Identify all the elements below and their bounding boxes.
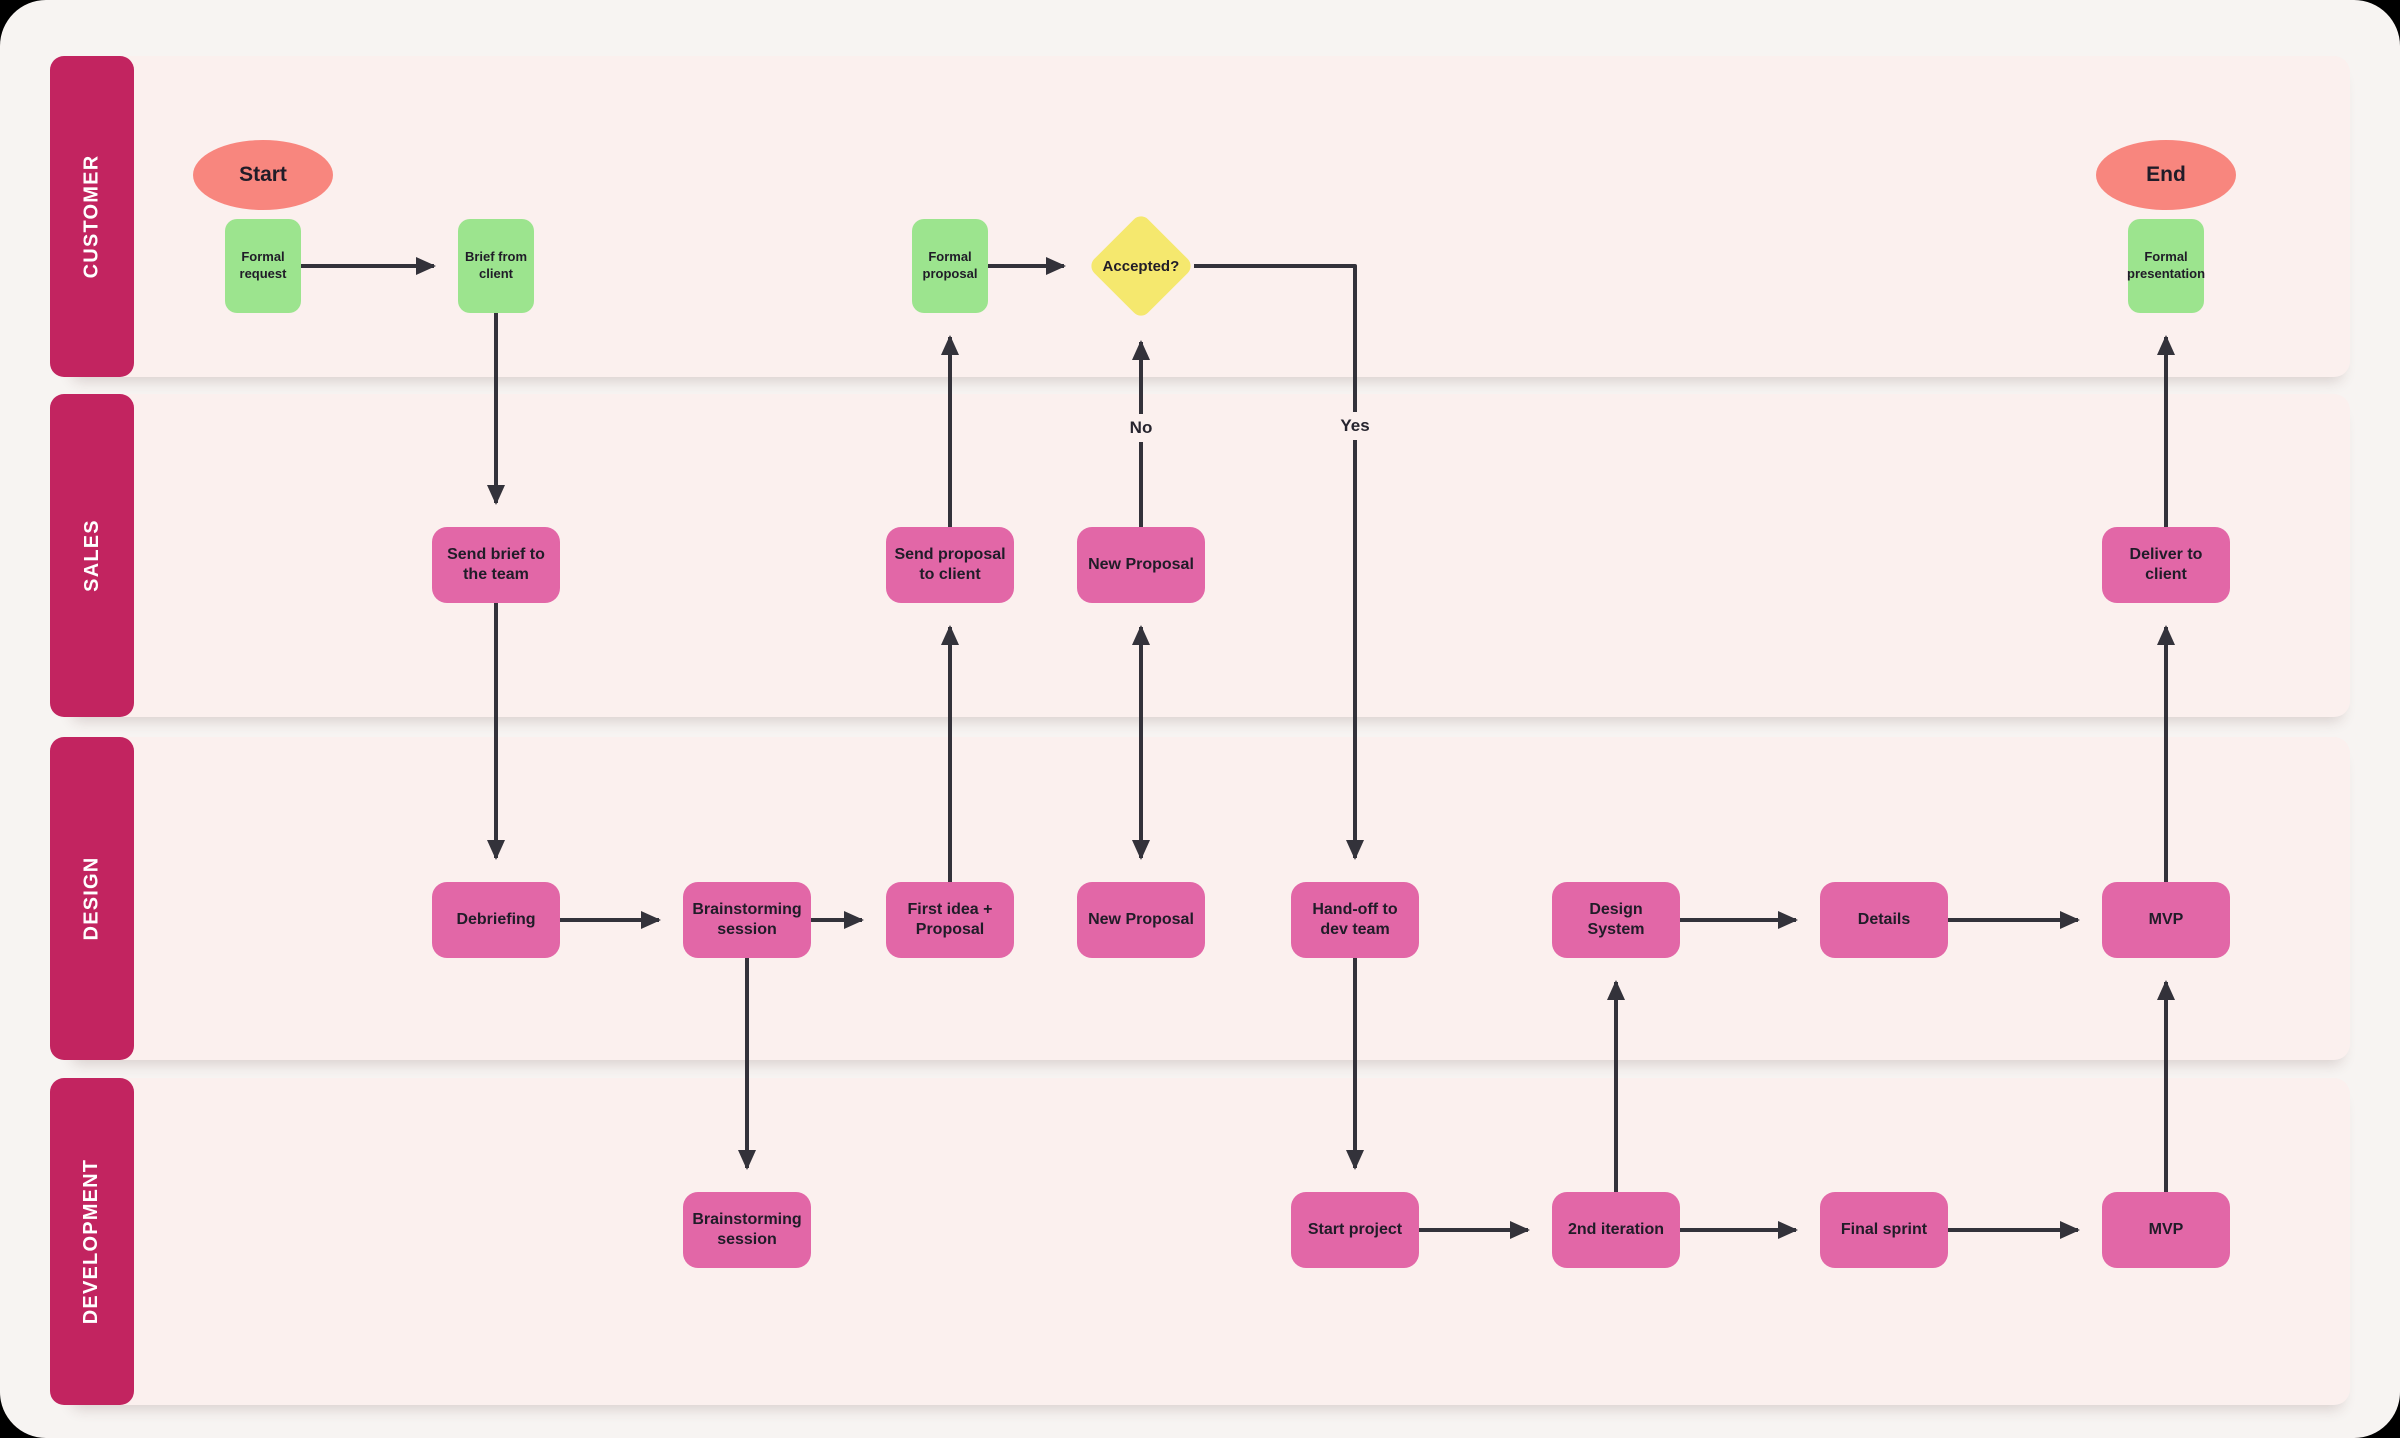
node-details-label: Details xyxy=(1857,910,1911,928)
node-handoff-label: Hand-off to dev team xyxy=(1312,900,1398,938)
node-2nd-iteration[interactable]: 2nd iteration xyxy=(1552,1192,1680,1268)
branch-label-yes: Yes xyxy=(1334,412,1376,440)
node-mvp-dev-label: MVP xyxy=(2148,1220,2184,1238)
node-mvp-design-label: MVP xyxy=(2148,910,2184,928)
node-send-brief-label: Send brief to the team xyxy=(447,545,545,583)
lane-label-development: DEVELOPMENT xyxy=(80,1158,103,1325)
node-2nd-iteration-label: 2nd iteration xyxy=(1567,1220,1664,1238)
lane-label-customer: CUSTOMER xyxy=(80,154,103,279)
node-new-proposal-sales[interactable]: New Proposal xyxy=(1077,527,1205,603)
node-send-proposal-label: Send proposal to client xyxy=(894,545,1006,583)
node-accepted-label: Accepted? xyxy=(1102,257,1180,275)
node-start-project-label: Start project xyxy=(1307,1220,1403,1238)
node-formal-presentation-label: Formal presentation xyxy=(2127,249,2206,281)
lane-header-customer[interactable]: CUSTOMER xyxy=(50,56,134,377)
node-start-project[interactable]: Start project xyxy=(1291,1192,1419,1268)
node-brainstorming-design[interactable]: Brainstorming session xyxy=(683,882,811,958)
node-brief-from-client[interactable]: Brief from client xyxy=(458,219,534,313)
node-new-proposal-sales-label: New Proposal xyxy=(1088,555,1194,573)
node-handoff[interactable]: Hand-off to dev team xyxy=(1291,882,1419,958)
node-brainstorming-dev[interactable]: Brainstorming session xyxy=(683,1192,811,1268)
node-formal-request[interactable]: Formal request xyxy=(225,219,301,313)
branch-label-no: No xyxy=(1123,414,1159,442)
node-mvp-design[interactable]: MVP xyxy=(2102,882,2230,958)
node-formal-proposal[interactable]: Formal proposal xyxy=(912,219,988,313)
lane-header-development[interactable]: DEVELOPMENT xyxy=(50,1078,134,1405)
lane-header-sales[interactable]: SALES xyxy=(50,394,134,717)
node-send-brief[interactable]: Send brief to the team xyxy=(432,527,560,603)
node-details[interactable]: Details xyxy=(1820,882,1948,958)
node-final-sprint[interactable]: Final sprint xyxy=(1820,1192,1948,1268)
node-brainstorming-design-label: Brainstorming session xyxy=(692,900,802,938)
node-start-label: Start xyxy=(239,163,287,186)
lane-development xyxy=(64,1078,2350,1405)
node-final-sprint-label: Final sprint xyxy=(1840,1220,1928,1238)
lane-header-design[interactable]: DESIGN xyxy=(50,737,134,1060)
node-brainstorming-dev-label: Brainstorming session xyxy=(692,1210,802,1248)
node-first-idea[interactable]: First idea + Proposal xyxy=(886,882,1014,958)
node-send-proposal[interactable]: Send proposal to client xyxy=(886,527,1014,603)
node-brief-from-client-label: Brief from client xyxy=(464,249,528,281)
node-design-system[interactable]: Design System xyxy=(1552,882,1680,958)
lane-sales xyxy=(64,394,2350,717)
node-end[interactable]: End xyxy=(2096,140,2236,210)
node-first-idea-label: First idea + Proposal xyxy=(907,900,993,938)
node-formal-request-label: Formal request xyxy=(239,249,287,281)
node-new-proposal-design[interactable]: New Proposal xyxy=(1077,882,1205,958)
node-formal-proposal-label: Formal proposal xyxy=(922,249,978,281)
node-deliver-to-client[interactable]: Deliver to client xyxy=(2102,527,2230,603)
node-formal-presentation[interactable]: Formal presentation xyxy=(2127,219,2206,313)
lane-design xyxy=(64,737,2350,1060)
node-new-proposal-design-label: New Proposal xyxy=(1088,910,1194,928)
lane-label-design: DESIGN xyxy=(80,856,103,941)
node-design-system-label: Design System xyxy=(1587,900,1645,938)
node-end-label: End xyxy=(2146,163,2186,186)
node-deliver-to-client-label: Deliver to client xyxy=(2129,545,2203,583)
lane-customer xyxy=(64,56,2350,377)
node-debriefing[interactable]: Debriefing xyxy=(432,882,560,958)
lane-label-sales: SALES xyxy=(80,519,103,592)
node-debriefing-label: Debriefing xyxy=(456,910,536,928)
node-mvp-dev[interactable]: MVP xyxy=(2102,1192,2230,1268)
node-start[interactable]: Start xyxy=(193,140,333,210)
